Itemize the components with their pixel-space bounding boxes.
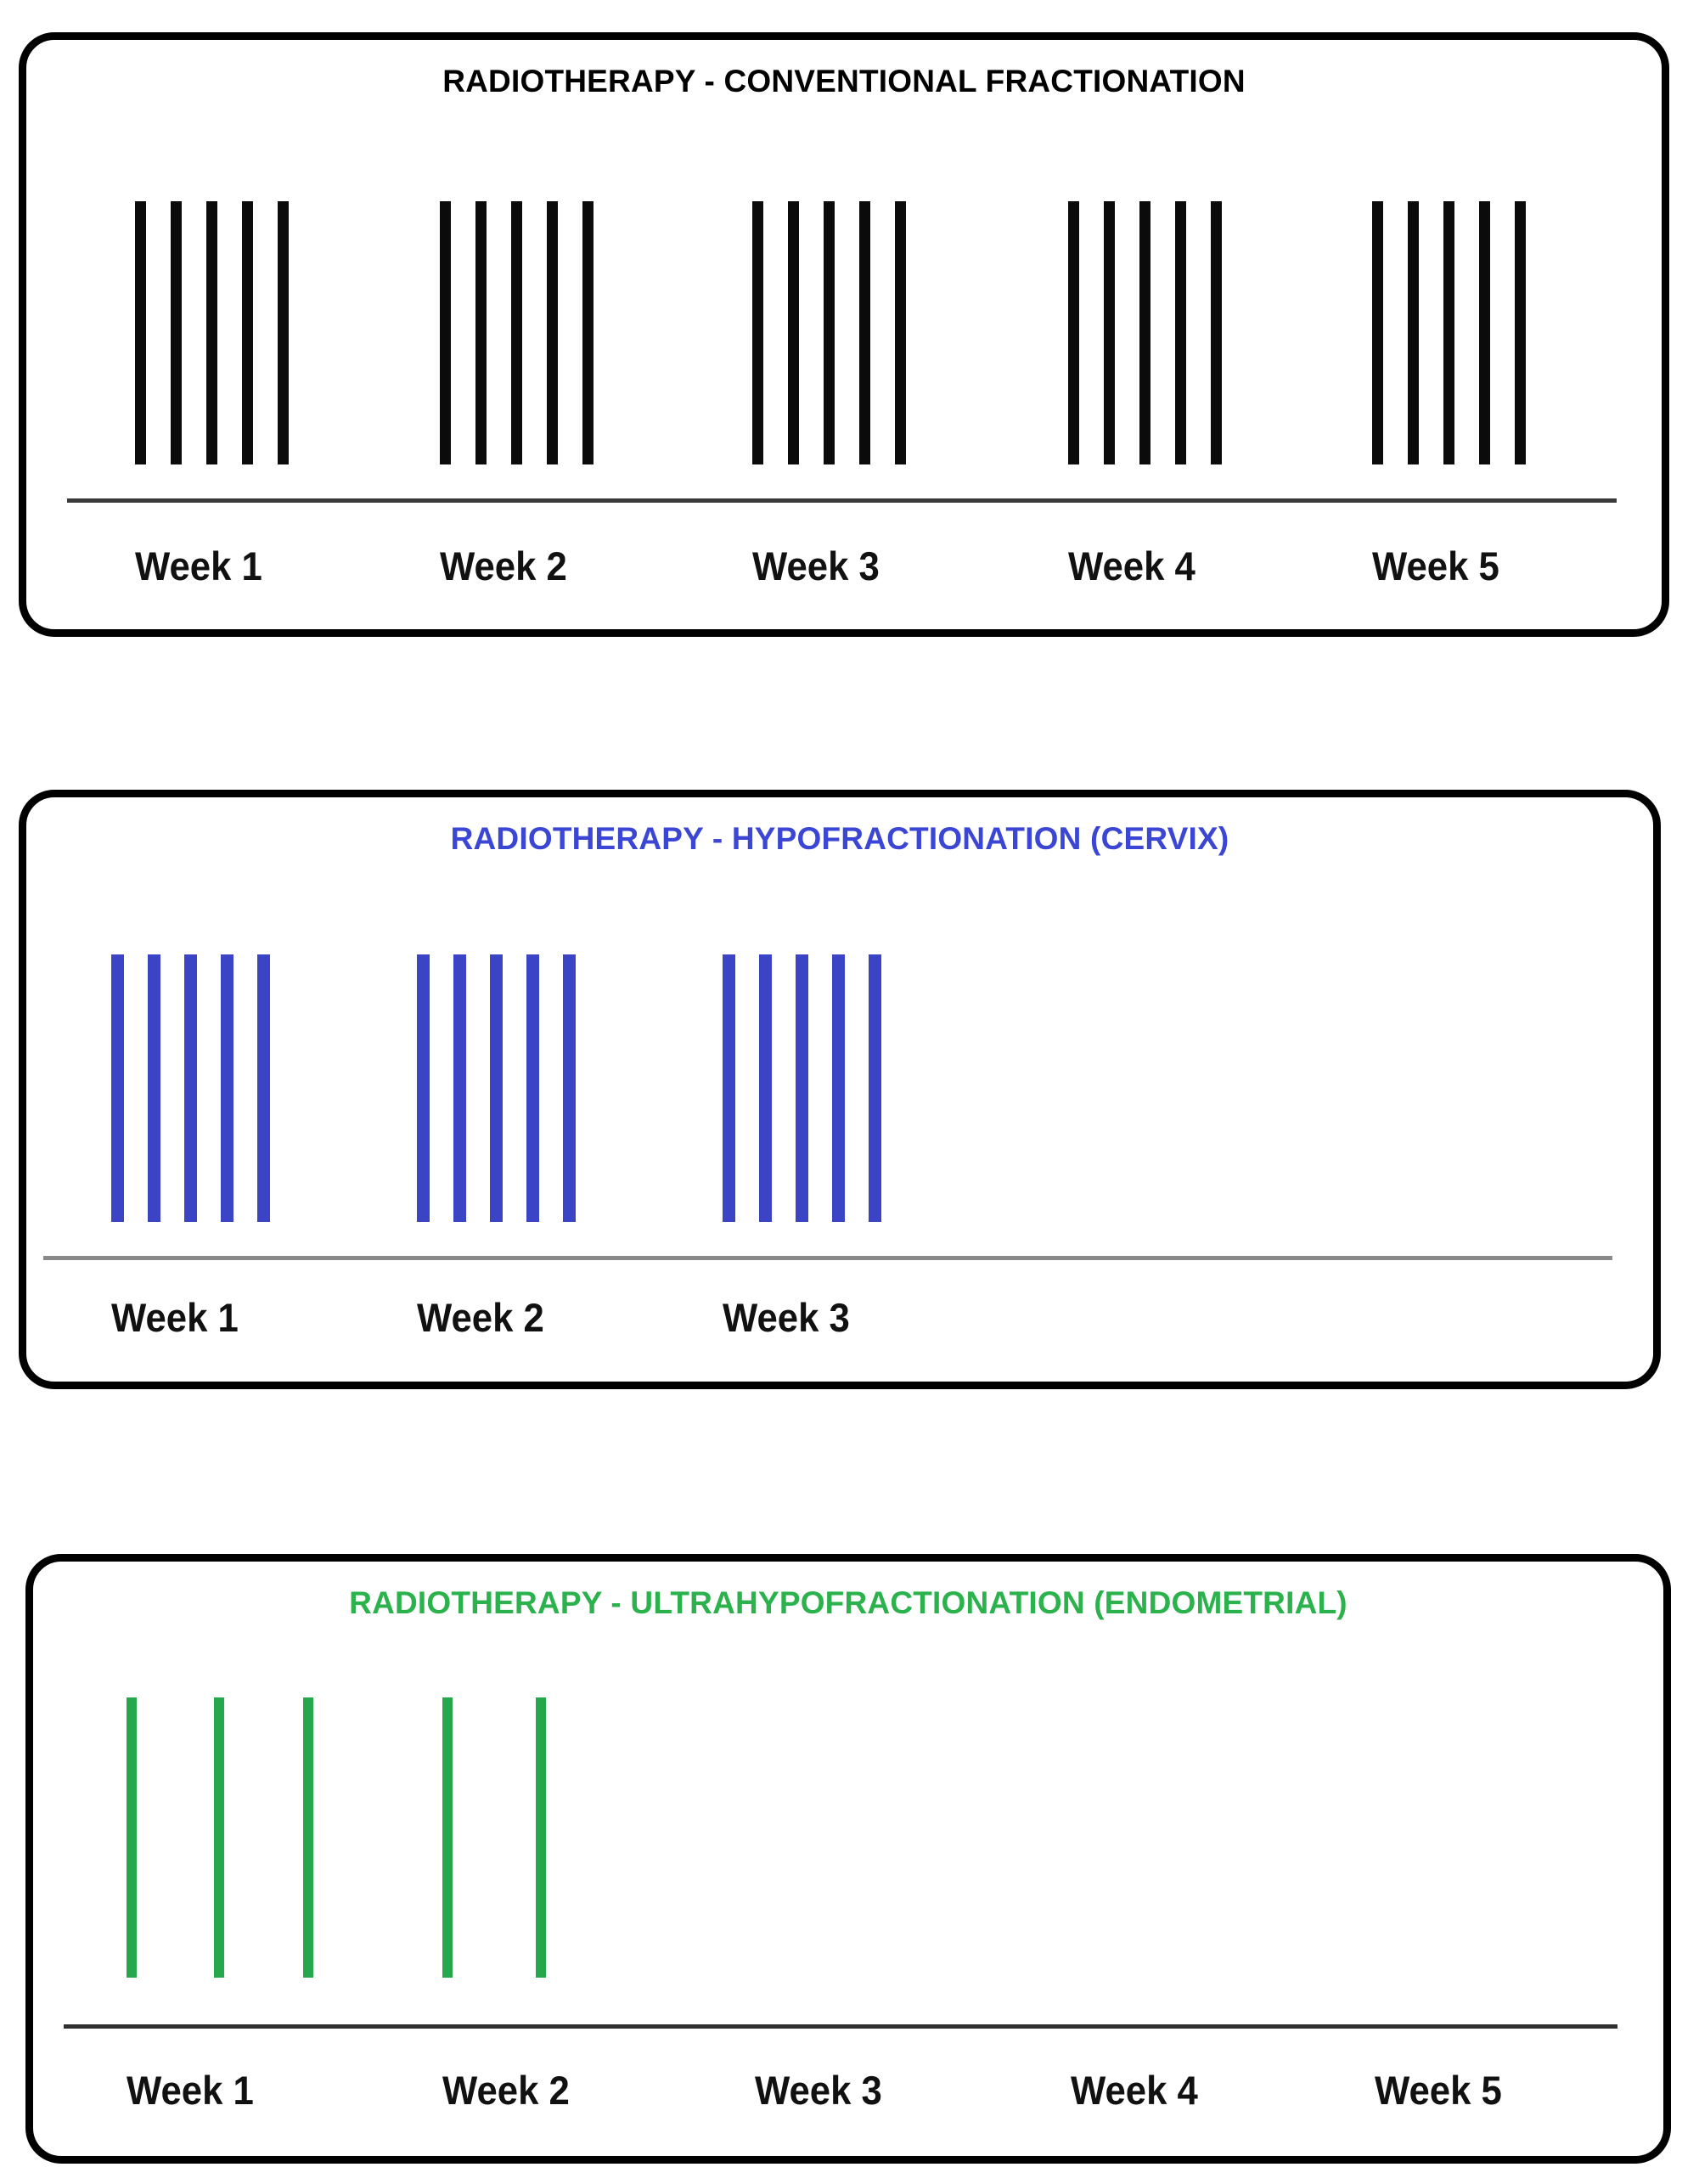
fraction-bar xyxy=(859,201,870,464)
fraction-bar xyxy=(526,954,539,1222)
fraction-bar xyxy=(788,201,799,464)
fraction-bar xyxy=(824,201,835,464)
week-label: Week 4 xyxy=(1071,2068,1198,2113)
panel-hypofractionation: RADIOTHERAPY - HYPOFRACTIONATION (CERVIX… xyxy=(19,790,1661,1389)
panel-title-ultrahypofractionation: RADIOTHERAPY - ULTRAHYPOFRACTIONATION (E… xyxy=(349,1585,1347,1620)
axis-line-ultrahypofractionation xyxy=(64,2024,1617,2029)
fraction-bar xyxy=(1211,201,1222,464)
fraction-bar xyxy=(257,954,270,1222)
fraction-bar xyxy=(796,954,808,1222)
week-label: Week 5 xyxy=(1372,543,1499,588)
panel-ultrahypofractionation: RADIOTHERAPY - ULTRAHYPOFRACTIONATION (E… xyxy=(25,1554,1671,2164)
axis-line-hypofractionation xyxy=(43,1256,1612,1260)
week-label-row-hypofractionation: Week 1 Week 2 Week 3 xyxy=(26,1294,1653,1354)
week-label: Week 2 xyxy=(440,543,567,588)
week-label: Week 3 xyxy=(755,2068,882,2113)
fraction-bar xyxy=(490,954,503,1222)
panel-title-conventional: RADIOTHERAPY - CONVENTIONAL FRACTIONATIO… xyxy=(442,64,1246,99)
fraction-bar xyxy=(111,954,124,1222)
fraction-bar xyxy=(417,954,430,1222)
week-label-row-ultrahypofractionation: Week 1 Week 2 Week 3 Week 4 Week 5 xyxy=(33,2067,1663,2126)
fraction-bar xyxy=(1408,201,1419,464)
week-label: Week 3 xyxy=(723,1295,850,1340)
fraction-bar xyxy=(303,1697,313,1978)
fraction-bar xyxy=(242,201,253,464)
fraction-bar xyxy=(453,954,466,1222)
fraction-bar xyxy=(582,201,594,464)
week-label: Week 2 xyxy=(417,1295,544,1340)
week-label-row-conventional: Week 1 Week 2 Week 3 Week 4 Week 5 xyxy=(26,543,1662,602)
fraction-bar xyxy=(206,201,217,464)
fraction-bar xyxy=(1104,201,1115,464)
fraction-bar xyxy=(1515,201,1526,464)
week-label: Week 4 xyxy=(1068,543,1195,588)
fraction-bar xyxy=(440,201,451,464)
week-label: Week 3 xyxy=(752,543,880,588)
fraction-bar xyxy=(475,201,487,464)
fraction-bar xyxy=(1139,201,1150,464)
fraction-bar xyxy=(135,201,146,464)
week-label: Week 1 xyxy=(127,2068,254,2113)
fraction-bar xyxy=(1372,201,1383,464)
fraction-bar xyxy=(1443,201,1454,464)
week-label: Week 1 xyxy=(111,1295,239,1340)
fraction-bar xyxy=(221,954,233,1222)
fraction-bar xyxy=(1068,201,1079,464)
fraction-bar xyxy=(148,954,160,1222)
fraction-bar xyxy=(723,954,735,1222)
week-label: Week 2 xyxy=(442,2068,570,2113)
fraction-bar xyxy=(171,201,182,464)
fraction-bar xyxy=(832,954,845,1222)
week-label: Week 1 xyxy=(135,543,262,588)
axis-line-conventional xyxy=(67,498,1617,503)
fraction-bar xyxy=(1479,201,1490,464)
fraction-bar xyxy=(1175,201,1186,464)
fraction-bar xyxy=(536,1697,546,1978)
fraction-bar xyxy=(759,954,772,1222)
fraction-bar xyxy=(547,201,558,464)
panel-conventional-fractionation: RADIOTHERAPY - CONVENTIONAL FRACTIONATIO… xyxy=(19,32,1669,637)
fraction-bar xyxy=(752,201,763,464)
week-label: Week 5 xyxy=(1375,2068,1502,2113)
fraction-bar xyxy=(184,954,197,1222)
fraction-bar xyxy=(511,201,522,464)
fraction-bar xyxy=(895,201,906,464)
fraction-bar xyxy=(278,201,289,464)
fraction-bar xyxy=(869,954,881,1222)
fraction-bar xyxy=(214,1697,224,1978)
panel-title-hypofractionation: RADIOTHERAPY - HYPOFRACTIONATION (CERVIX… xyxy=(450,821,1229,856)
fraction-bar xyxy=(563,954,576,1222)
fraction-bar xyxy=(442,1697,453,1978)
fraction-bar xyxy=(127,1697,137,1978)
bar-group-conventional xyxy=(26,40,1662,629)
